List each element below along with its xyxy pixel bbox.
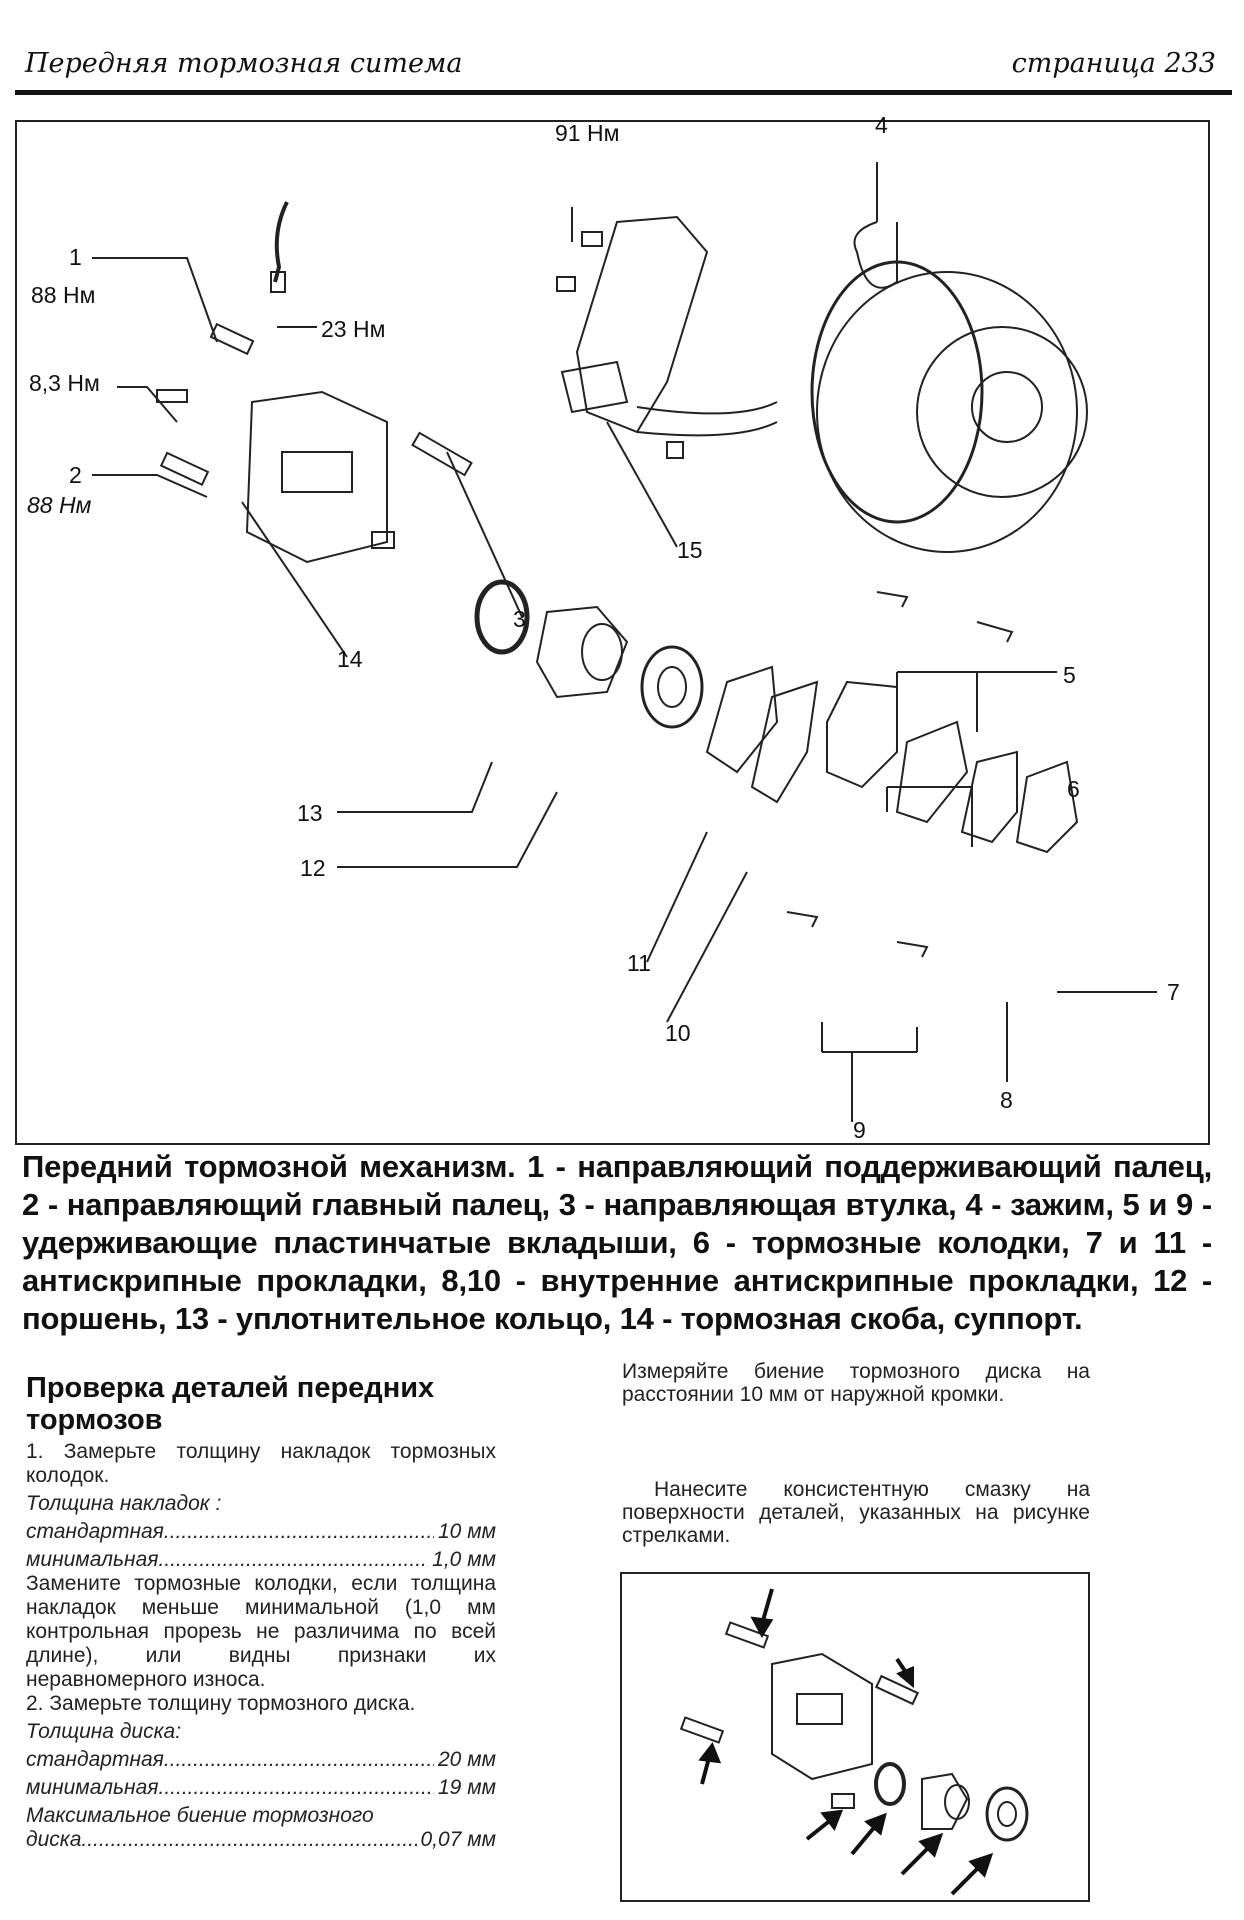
label-15: 15 bbox=[677, 537, 703, 563]
spec-key: минимальная bbox=[26, 1548, 159, 1571]
label-10: 10 bbox=[665, 1020, 691, 1046]
label-4: 4 bbox=[875, 112, 888, 138]
label-torque-88-b: 88 Нм bbox=[27, 492, 92, 518]
spec-key: стандартная bbox=[26, 1748, 164, 1771]
label-11: 11 bbox=[627, 950, 651, 976]
runout-title: Максимальное биение тормозного bbox=[26, 1804, 374, 1827]
step-2: 2. Замерьте толщину тормозного диска. bbox=[26, 1692, 416, 1715]
label-torque-23: 23 Нм bbox=[321, 316, 386, 342]
label-3: 3 bbox=[513, 606, 526, 632]
diagram-drawing bbox=[92, 162, 1157, 1122]
step-1: 1. Замерьте толщину накладок тормозных к… bbox=[26, 1440, 496, 1487]
label-2: 2 bbox=[69, 462, 82, 488]
spec-key: минимальная bbox=[26, 1776, 159, 1799]
spec-runout: диска 0,07 мм bbox=[26, 1828, 496, 1852]
label-torque-8-3: 8,3 Нм bbox=[29, 370, 100, 396]
section-heading: Проверка деталей передних тормозов bbox=[26, 1372, 435, 1436]
page-number: страница 233 bbox=[1011, 48, 1216, 79]
label-14: 14 bbox=[337, 646, 363, 672]
spec-value: 1,0 мм bbox=[432, 1548, 496, 1571]
spec-value: 0,07 мм bbox=[420, 1828, 497, 1851]
spec-pad-standard: стандартная 10 мм bbox=[26, 1520, 496, 1544]
header-rule bbox=[15, 90, 1232, 95]
spec-value: 20 мм bbox=[438, 1748, 496, 1771]
grease-diagram-drawing bbox=[679, 1588, 1029, 1896]
replace-pads-text: Замените тормозные колодки, если толщина… bbox=[26, 1572, 496, 1691]
grease-points-diagram bbox=[620, 1572, 1090, 1902]
disc-thickness-title: Толщина диска: bbox=[26, 1720, 182, 1743]
label-torque-88-a: 88 Нм bbox=[31, 282, 96, 308]
label-8: 8 bbox=[1000, 1087, 1013, 1113]
label-9: 9 bbox=[853, 1117, 866, 1143]
spec-disc-minimum: минимальная 19 мм bbox=[26, 1776, 496, 1800]
grease-note: Нанесите консистентную смазку на поверхн… bbox=[622, 1478, 1090, 1547]
inspection-section: Проверка деталей передних тормозов 1. За… bbox=[26, 1372, 496, 1852]
label-1: 1 bbox=[69, 244, 82, 270]
section-title: Передняя тормозная ситема bbox=[25, 48, 463, 79]
label-torque-91: 91 Нм bbox=[555, 120, 620, 146]
label-7: 7 bbox=[1167, 979, 1180, 1005]
label-5: 5 bbox=[1063, 662, 1076, 688]
spec-key: диска bbox=[26, 1828, 82, 1851]
figure-caption: Передний тормозной механизм. 1 - направл… bbox=[22, 1149, 1212, 1336]
spec-key: стандартная bbox=[26, 1520, 164, 1543]
label-6: 6 bbox=[1067, 776, 1080, 802]
pad-thickness-title: Толщина накладок : bbox=[26, 1492, 222, 1515]
arrow-icons bbox=[698, 1588, 994, 1896]
runout-note: Измеряйте биение тормозного диска на рас… bbox=[622, 1360, 1090, 1406]
spec-value: 19 мм bbox=[438, 1776, 496, 1799]
label-13: 13 bbox=[297, 800, 323, 826]
spec-pad-minimum: минимальная 1,0 мм bbox=[26, 1548, 496, 1572]
spec-disc-standard: стандартная 20 мм bbox=[26, 1748, 496, 1772]
label-12: 12 bbox=[300, 855, 326, 881]
brake-exploded-diagram: 91 Нм 4 1 88 Нм 23 Нм 8,3 Нм 2 88 Нм 15 … bbox=[15, 112, 1210, 1145]
spec-value: 10 мм bbox=[438, 1520, 496, 1543]
